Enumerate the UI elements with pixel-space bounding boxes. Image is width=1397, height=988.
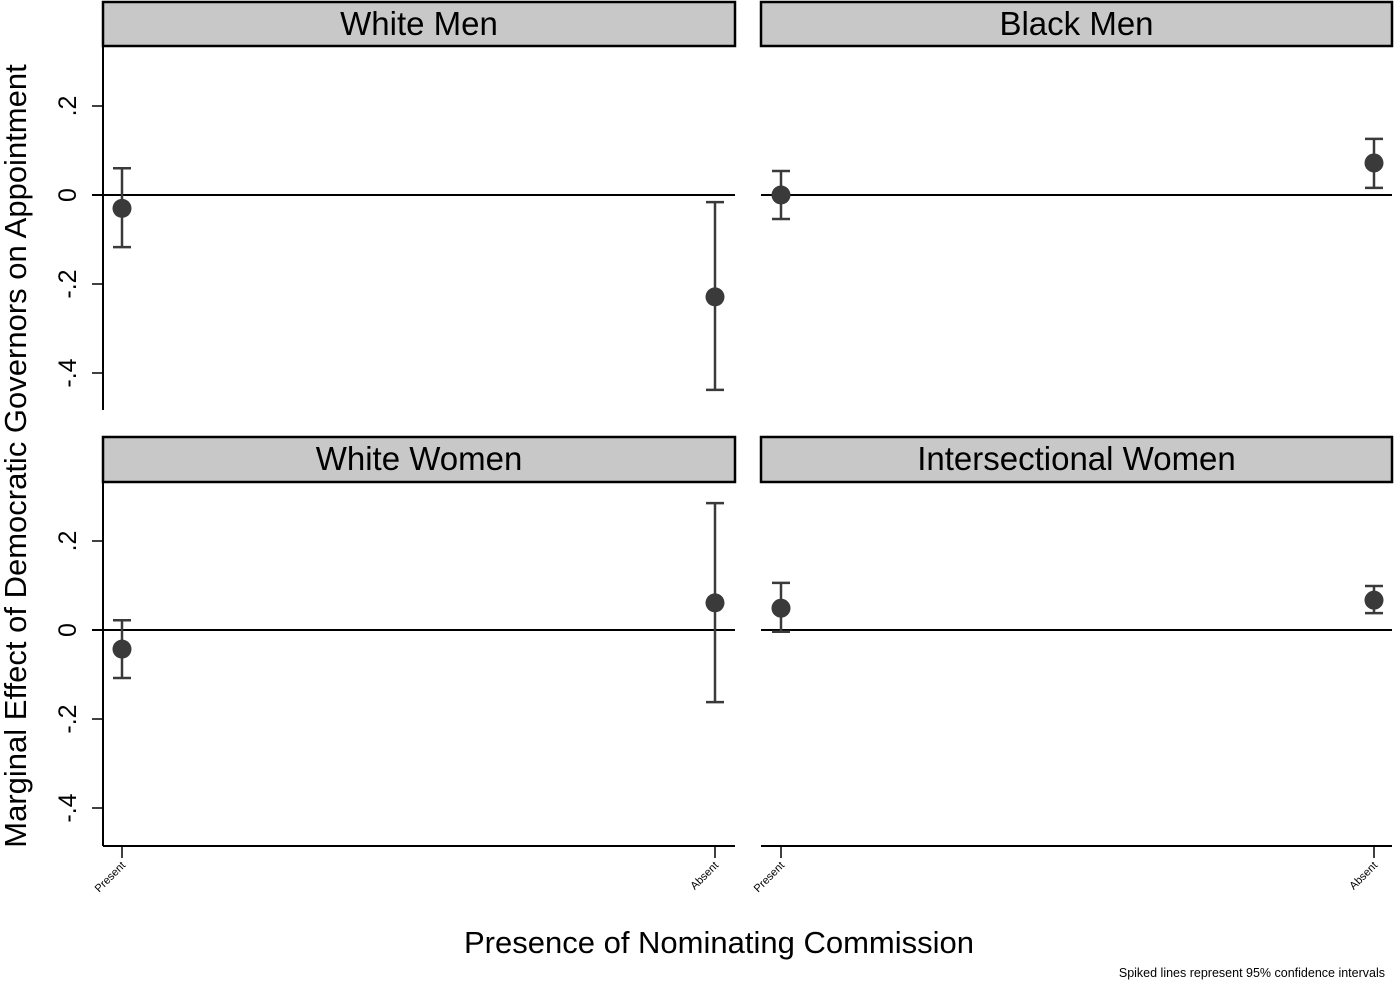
panel-title: White Men xyxy=(340,5,498,42)
x-tick-label: Absent xyxy=(1347,860,1380,893)
y-axis-title: Marginal Effect of Democratic Governors … xyxy=(0,64,33,848)
panel-strip xyxy=(759,435,1394,484)
point-estimate-marker xyxy=(112,198,132,218)
estimate-present xyxy=(771,581,791,634)
x-axis-title: Presence of Nominating Commission xyxy=(464,925,974,960)
panel-title: White Women xyxy=(316,440,523,477)
x-tick-label: Present xyxy=(93,860,128,895)
panel-title: Black Men xyxy=(999,5,1153,42)
panel-strip xyxy=(101,435,737,484)
estimate-absent xyxy=(705,501,725,704)
y-tick-label: 0 xyxy=(54,623,82,637)
y-tick-label: 0 xyxy=(54,188,82,202)
panel-white-men: White Men .2 0 -.2 -.4 xyxy=(54,0,737,410)
y-tick-label: .2 xyxy=(54,531,82,552)
point-estimate-marker xyxy=(1364,590,1384,610)
estimate-absent xyxy=(1364,137,1384,190)
y-tick-label: -.2 xyxy=(54,704,82,733)
estimate-present xyxy=(771,169,791,221)
point-estimate-marker xyxy=(771,185,791,205)
estimate-absent xyxy=(1364,584,1384,615)
confidence-interval-note: Spiked lines represent 95% confidence in… xyxy=(1118,966,1385,980)
x-tick-label: Present xyxy=(752,860,787,895)
y-tick-label: -.2 xyxy=(54,269,82,298)
point-estimate-marker xyxy=(112,639,132,659)
y-tick-label: -.4 xyxy=(54,793,82,822)
y-tick-label: -.4 xyxy=(54,358,82,387)
estimate-absent xyxy=(705,200,725,392)
point-estimate-marker xyxy=(705,287,725,307)
panel-strip xyxy=(101,0,737,48)
point-estimate-marker xyxy=(1364,153,1384,173)
y-tick-label: .2 xyxy=(54,96,82,117)
x-tick-label: Absent xyxy=(688,860,721,893)
estimate-present xyxy=(112,167,132,249)
panel-black-men: Black Men xyxy=(759,0,1394,221)
point-estimate-marker xyxy=(705,593,725,613)
estimate-present xyxy=(112,618,132,680)
point-estimate-marker xyxy=(771,598,791,618)
panel-strip xyxy=(759,0,1394,48)
panel-title: Intersectional Women xyxy=(917,440,1236,477)
